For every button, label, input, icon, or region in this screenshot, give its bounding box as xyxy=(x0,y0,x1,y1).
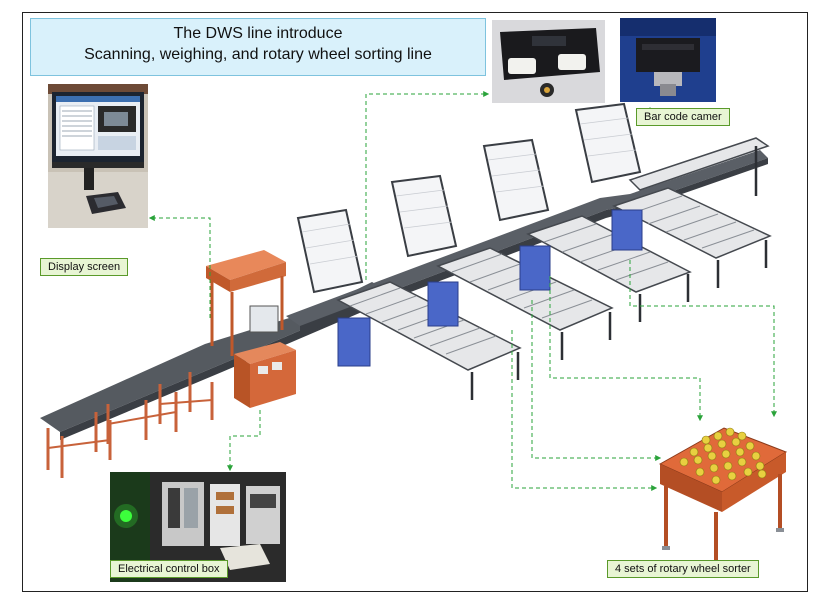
divert-stands xyxy=(337,209,643,367)
rotary-wheel-sorter-module xyxy=(658,427,788,564)
display-screen-photo xyxy=(48,84,148,228)
diagram-frame xyxy=(22,12,808,592)
label-bar-code-camera: Bar code camer xyxy=(636,108,730,126)
conveyor-legs xyxy=(470,146,768,400)
title-box: The DWS line introduce Scanning, weighin… xyxy=(30,18,486,76)
guard-panels xyxy=(296,102,642,294)
control-cabinet xyxy=(234,342,296,408)
barcode-camera-photo-right xyxy=(620,18,716,102)
scanning-tunnel xyxy=(206,250,286,356)
callout-arrows xyxy=(148,91,777,491)
title-line-2: Scanning, weighing, and rotary wheel sor… xyxy=(84,46,432,63)
title-line-1: The DWS line introduce xyxy=(173,25,343,42)
label-rotary-wheel-sorter: 4 sets of rotary wheel sorter xyxy=(607,560,759,578)
label-electrical-control-box: Electrical control box xyxy=(110,560,228,578)
barcode-camera-photo-left xyxy=(492,20,605,103)
label-display-screen: Display screen xyxy=(40,258,129,276)
guard-panel-mesh xyxy=(301,117,637,265)
